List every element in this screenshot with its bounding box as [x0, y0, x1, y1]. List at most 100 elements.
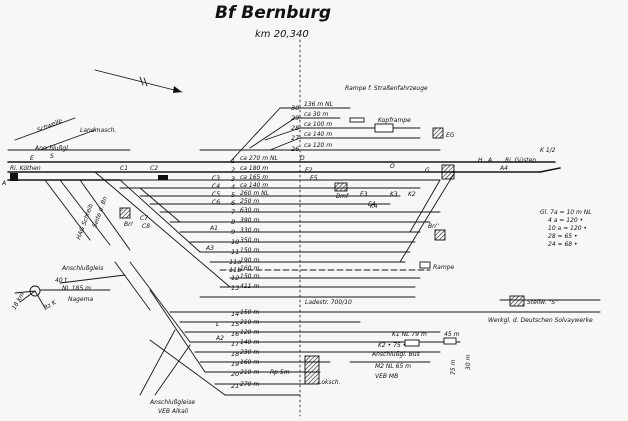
plan-subtitle: km 20,340 — [255, 29, 309, 40]
label-bn: Bn' — [124, 221, 134, 228]
label-nagema: Nagema — [68, 296, 94, 303]
track-length: 630 m — [240, 207, 259, 214]
label-bz-k: Bz K — [43, 299, 59, 312]
platform-block — [158, 175, 168, 180]
label-werkgleis: Werkgl. d. Deutschen Solvaywerke — [488, 317, 593, 324]
ramp-building — [349, 117, 365, 123]
eg-building — [432, 127, 444, 139]
signal-label: C1 — [120, 165, 128, 172]
rampe-building — [419, 261, 431, 269]
track-length: 330 m — [240, 227, 259, 234]
label-gleiswaage: 45 m — [444, 331, 460, 338]
track-number: 13 — [231, 284, 239, 292]
label-rampe-strassenfahrzeuge: Rampe f. Straßenfahrzeuge — [345, 85, 428, 92]
track-length: 260 m NL — [240, 190, 269, 197]
signal-label: C5 — [212, 191, 220, 198]
plan-title: Bf Bernburg — [215, 3, 331, 23]
label-anschlussgleis-left: Anschlußgleis — [61, 265, 103, 272]
track-length: ca 180 m — [240, 165, 268, 172]
bmf-building — [334, 182, 348, 192]
turntable-symbol — [14, 285, 46, 309]
signal-label: G — [425, 167, 430, 174]
track-length: ca 270 m NL — [240, 155, 278, 162]
bn-building-right — [434, 229, 446, 241]
track-number: 12 — [231, 274, 239, 282]
signal-label: C4 — [212, 183, 220, 190]
track-number: 26 — [291, 145, 299, 153]
signal-label: C2 — [150, 165, 158, 172]
label-ladestr: Ladestr. 700/10 — [305, 299, 352, 306]
label-bn2: Bn'' — [428, 223, 440, 230]
left-branch-tracks — [14, 117, 151, 311]
label-dm30: 30 m — [465, 354, 472, 370]
track-number: 30 — [291, 104, 299, 112]
track-number: 11a — [229, 258, 241, 266]
track-number: 19 — [231, 360, 239, 368]
direction-a-left: A — [1, 180, 6, 187]
place-labels: Rampe f. Straßenfahrzeuge Kopframpe EG S… — [11, 85, 593, 415]
signal-label: D — [300, 155, 305, 162]
track-length: 140 m — [240, 339, 259, 346]
label-stellwerk: Stellw. "S" — [527, 299, 558, 306]
label-gl-summary: 24 = 68 • — [548, 241, 578, 248]
direction-ka: K 1/2 — [540, 147, 556, 154]
track-number: 11b — [229, 266, 241, 274]
label-gl-summary: Gl. 7a = 10 m NL — [540, 209, 592, 216]
label-eg: EG — [446, 132, 455, 139]
loksch-building — [304, 355, 320, 385]
track-length: 190 m — [240, 257, 259, 264]
track-number: 11 — [231, 248, 239, 256]
track-number: 17 — [231, 340, 240, 348]
track-length: ca 100 m — [304, 121, 332, 128]
track-length: 350 m — [240, 237, 259, 244]
lower-tracks — [129, 261, 601, 396]
label-m75: 75 m — [450, 359, 457, 375]
track-number: 2 — [231, 166, 235, 174]
signal-label: A3 — [205, 245, 214, 252]
k1-building — [404, 339, 420, 347]
signal-label: S — [50, 153, 54, 160]
label-rp-note: Rp 5m — [270, 369, 290, 376]
label-landmasch: Landmasch. — [80, 127, 116, 134]
label-veb-alkali: VEB Alkali — [158, 408, 189, 415]
signal-label: A2 — [215, 335, 224, 342]
direction-a-right: A — [487, 157, 492, 164]
left-end-block — [10, 173, 18, 181]
track-length: 210 m — [240, 319, 259, 326]
label-anschlussgleise-veb: Anschlußgleise — [149, 399, 195, 406]
label-rampe: Rampe — [433, 264, 454, 271]
gleiswaage-building — [443, 337, 457, 345]
track-length: ca 140 m — [304, 131, 332, 138]
direction-arrow — [94, 69, 183, 93]
signal-label: C3 — [212, 175, 220, 182]
track-length: 150 m — [240, 273, 259, 280]
track-length: ca 140 m — [240, 182, 268, 189]
signal-label: H — [478, 157, 483, 164]
label-bmf: Bmf — [336, 193, 349, 200]
station-building — [441, 164, 455, 180]
direction-guesten: Ri. Güsten — [505, 157, 536, 164]
track-length: 160 m — [240, 359, 259, 366]
label-anschl-bus: Anschlußgl. Bus — [371, 351, 420, 358]
track-length: 210 m — [240, 369, 259, 376]
signal-label: E4 — [368, 201, 376, 208]
track-length: 150 m — [240, 309, 259, 316]
signal-labels: E S C1 C2 C3 C4 C5 C6 C7 C8 H D A1 A2 A3… — [30, 153, 508, 342]
station-tracks — [94, 171, 456, 298]
track-number: 14 — [231, 310, 239, 318]
track-number: 15 — [231, 320, 239, 328]
signal-label: E2 — [305, 167, 313, 174]
track-number: 10 — [231, 238, 239, 246]
track-number: 21 — [231, 382, 239, 390]
upper-fan-tracks — [199, 107, 441, 163]
bn-building-left — [119, 207, 131, 219]
label-kopframpe: Kopframpe — [378, 117, 411, 124]
label-gl-summary: 10 a = 120 • — [548, 225, 587, 232]
signal-label: O — [390, 163, 395, 170]
track-length: 136 m NL — [304, 101, 333, 108]
track-number: 4 — [231, 183, 235, 191]
signal-label: E — [30, 155, 34, 162]
label-gl-summary: 4 a = 120 • — [548, 217, 583, 224]
track-number: 18 — [231, 350, 239, 358]
